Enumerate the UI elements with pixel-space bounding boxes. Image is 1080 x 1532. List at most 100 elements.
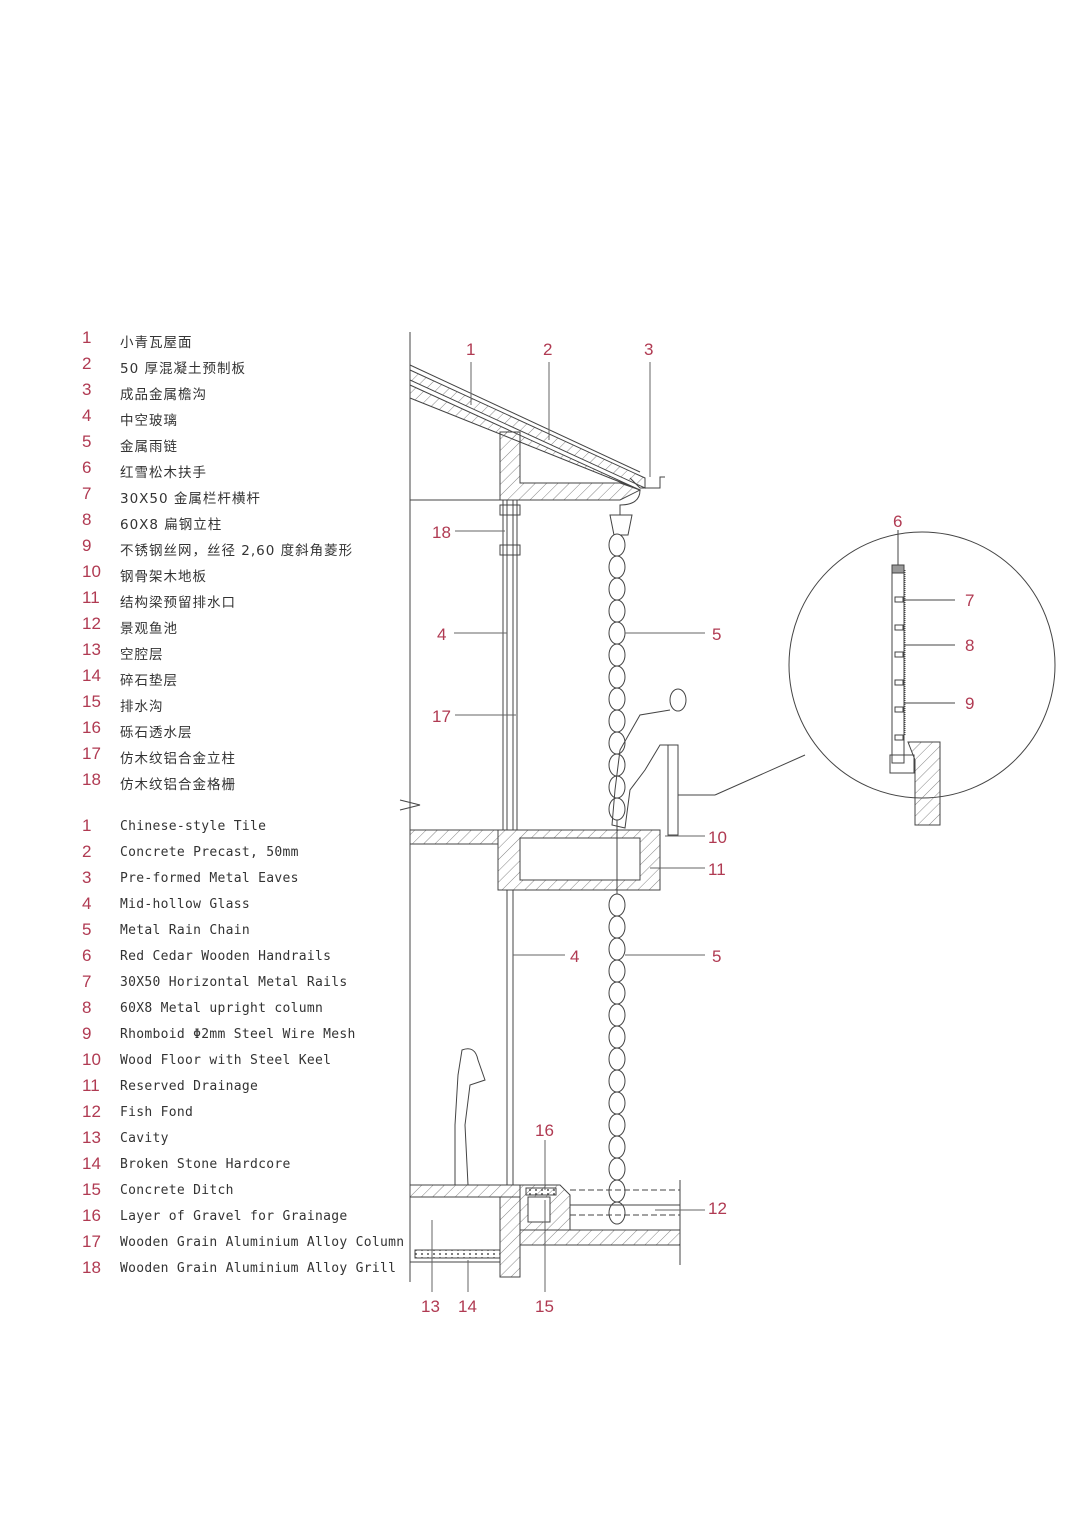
legend-number: 10 [82, 562, 101, 581]
legend-number: 9 [82, 536, 92, 555]
legend-number: 6 [82, 946, 92, 965]
legend-number: 17 [82, 1232, 101, 1251]
legend-number: 11 [82, 588, 100, 607]
legend-text: 30X50 Horizontal Metal Rails [120, 975, 348, 990]
legend-number: 18 [82, 1258, 101, 1277]
legend-text: Wood Floor with Steel Keel [120, 1053, 332, 1068]
legend-text: 30X50 金属栏杆横杆 [120, 491, 261, 507]
svg-text:7: 7 [965, 591, 974, 610]
legend-number: 3 [82, 868, 92, 887]
legend-text: Rhomboid Φ2mm Steel Wire Mesh [120, 1027, 356, 1042]
legend-number: 3 [82, 380, 92, 399]
legend-number: 5 [82, 432, 92, 451]
svg-text:12: 12 [708, 1199, 727, 1218]
legend-number: 12 [82, 1102, 101, 1121]
legend-number: 5 [82, 920, 92, 939]
svg-text:18: 18 [432, 523, 451, 542]
legend-number: 2 [82, 354, 92, 373]
legend-text: 50 厚混凝土预制板 [120, 361, 246, 377]
leader-lines [431, 362, 705, 1292]
svg-text:6: 6 [893, 512, 902, 531]
legend-number: 4 [82, 894, 92, 913]
legend-text: 空腔层 [120, 647, 164, 663]
svg-text:15: 15 [535, 1297, 554, 1316]
legend-number: 15 [82, 692, 101, 711]
callout-labels: 1 2 3 18 4 5 17 10 11 4 5 16 12 13 14 15… [421, 340, 974, 1316]
legend-text: 60X8 Metal upright column [120, 1001, 324, 1016]
legend-number: 1 [82, 328, 92, 347]
legend-text: Concrete Ditch [120, 1183, 234, 1198]
svg-text:9: 9 [965, 694, 974, 713]
svg-text:3: 3 [644, 340, 653, 359]
legend-number: 8 [82, 998, 92, 1017]
legend-number: 17 [82, 744, 101, 763]
svg-text:5: 5 [712, 625, 721, 644]
legend-number: 7 [82, 484, 92, 503]
person-figure-lower [454, 1048, 486, 1186]
svg-text:10: 10 [708, 828, 727, 847]
legend-number: 18 [82, 770, 101, 789]
legend-text: 排水沟 [120, 699, 164, 715]
legend-text: 小青瓦屋面 [120, 335, 193, 351]
legend-number: 9 [82, 1024, 92, 1043]
legend-number: 14 [82, 666, 101, 685]
legend-number: 16 [82, 1206, 101, 1225]
legend-number: 12 [82, 614, 101, 633]
svg-text:5: 5 [712, 947, 721, 966]
svg-text:13: 13 [421, 1297, 440, 1316]
legend-text: 景观鱼池 [120, 621, 178, 637]
legend-text: Broken Stone Hardcore [120, 1157, 291, 1172]
svg-text:16: 16 [535, 1121, 554, 1140]
legend-text: 碎石垫层 [120, 673, 178, 689]
svg-text:4: 4 [570, 947, 579, 966]
legend-text: Fish Fond [120, 1105, 194, 1120]
rain-chain [608, 533, 626, 1225]
legend-text: Wooden Grain Aluminium Alloy Column [120, 1235, 405, 1250]
legend-text: 结构梁预留排水口 [120, 595, 236, 611]
legend-number: 2 [82, 842, 92, 861]
legend-text: 不锈钢丝网，丝径 2,60 度斜角菱形 [120, 543, 354, 559]
legend-text: Metal Rain Chain [120, 923, 251, 938]
legend-text: 中空玻璃 [120, 413, 178, 429]
legend-number: 14 [82, 1154, 101, 1173]
legend-text: Reserved Drainage [120, 1079, 259, 1094]
legend-text: Wooden Grain Aluminium Alloy Grill [120, 1261, 397, 1276]
legend-text: 砾石透水层 [120, 725, 193, 741]
legend-number: 6 [82, 458, 92, 477]
svg-text:4: 4 [437, 625, 446, 644]
legend-text: 仿木纹铝合金格栅 [120, 777, 236, 793]
upper-glazing [499, 499, 521, 831]
svg-text:8: 8 [965, 636, 974, 655]
legend-number: 13 [82, 640, 101, 659]
svg-text:1: 1 [466, 340, 475, 359]
legend-number: 11 [82, 1076, 100, 1095]
legend-number: 1 [82, 816, 92, 835]
legend-number: 15 [82, 1180, 101, 1199]
legend-text: 红雪松木扶手 [120, 465, 207, 481]
legend-number: 8 [82, 510, 92, 529]
legend-text: Cavity [120, 1131, 169, 1146]
lower-glazing [506, 890, 514, 1185]
legend-text: Mid-hollow Glass [120, 897, 251, 912]
legend-number: 7 [82, 972, 92, 991]
legend-number: 16 [82, 718, 101, 737]
legend-text: 钢骨架木地板 [120, 569, 207, 585]
roof [409, 364, 665, 536]
legend-text: Concrete Precast, 50mm [120, 845, 299, 860]
balcony-slab [409, 829, 661, 891]
legend-text: 仿木纹铝合金立柱 [120, 751, 236, 767]
legend-text: Layer of Gravel for Grainage [120, 1209, 348, 1224]
person-figure-upper [611, 688, 687, 829]
svg-text:2: 2 [543, 340, 552, 359]
detail-circle [788, 530, 1056, 826]
svg-text:14: 14 [458, 1297, 477, 1316]
legend-number: 4 [82, 406, 92, 425]
svg-text:11: 11 [708, 860, 726, 879]
legend-text: Pre-formed Metal Eaves [120, 871, 299, 886]
legend-text: 成品金属檐沟 [120, 387, 207, 403]
svg-text:17: 17 [432, 707, 451, 726]
legend-text: Chinese-style Tile [120, 819, 267, 834]
legend-text: 60X8 扁钢立柱 [120, 517, 223, 533]
legend-text: Red Cedar Wooden Handrails [120, 949, 332, 964]
